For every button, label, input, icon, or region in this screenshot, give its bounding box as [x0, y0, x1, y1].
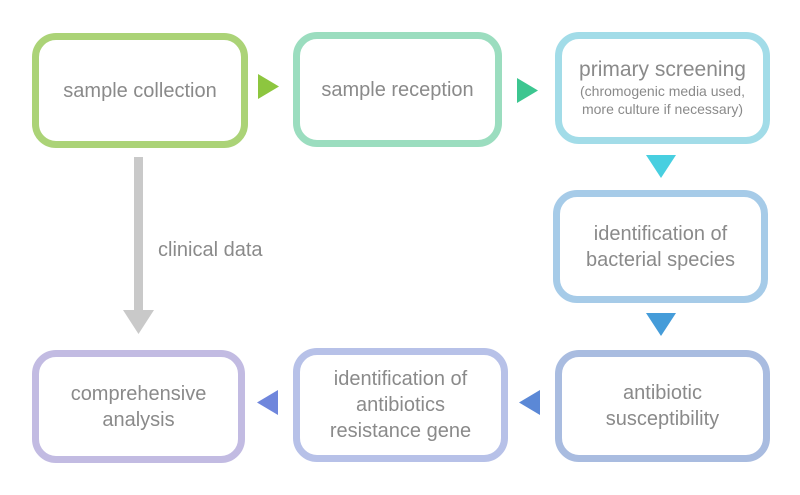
node-antibiotic-susceptibility: antibiotic susceptibility: [555, 350, 770, 462]
node-sample-collection: sample collection: [32, 33, 248, 148]
node-label: sample collection: [63, 79, 217, 102]
clinical-data-arrow-shaft: [134, 157, 143, 312]
node-label: identification of bacterial species: [586, 222, 735, 271]
arrow-left-icon: [519, 390, 540, 415]
node-sublabel: (chromogenic media used, more culture if…: [580, 83, 745, 117]
node-label: primary screening: [579, 57, 746, 81]
clinical-data-arrow-head-icon: [123, 310, 154, 334]
node-sample-reception: sample reception: [293, 32, 502, 147]
arrow-down-icon: [646, 313, 676, 336]
arrow-left-icon: [257, 390, 278, 415]
node-label: antibiotic susceptibility: [605, 382, 720, 430]
arrow-down-icon: [646, 155, 676, 178]
node-identification-of-antibiotics-resistance-gene: identification of antibiotics resistance…: [293, 348, 508, 462]
arrow-right-icon: [517, 78, 538, 103]
arrow-right-icon: [258, 74, 279, 99]
node-label: identification of antibiotics resistance…: [329, 368, 472, 442]
node-label: sample reception: [321, 78, 474, 101]
node-identification-of-bacterial-species: identification of bacterial species: [553, 190, 768, 303]
node-comprehensive-analysis: comprehensive analysis: [32, 350, 245, 463]
node-primary-screening: primary screening (chromogenic media use…: [555, 32, 770, 144]
clinical-data-label: clinical data: [158, 239, 263, 261]
node-label: comprehensive analysis: [70, 382, 207, 431]
